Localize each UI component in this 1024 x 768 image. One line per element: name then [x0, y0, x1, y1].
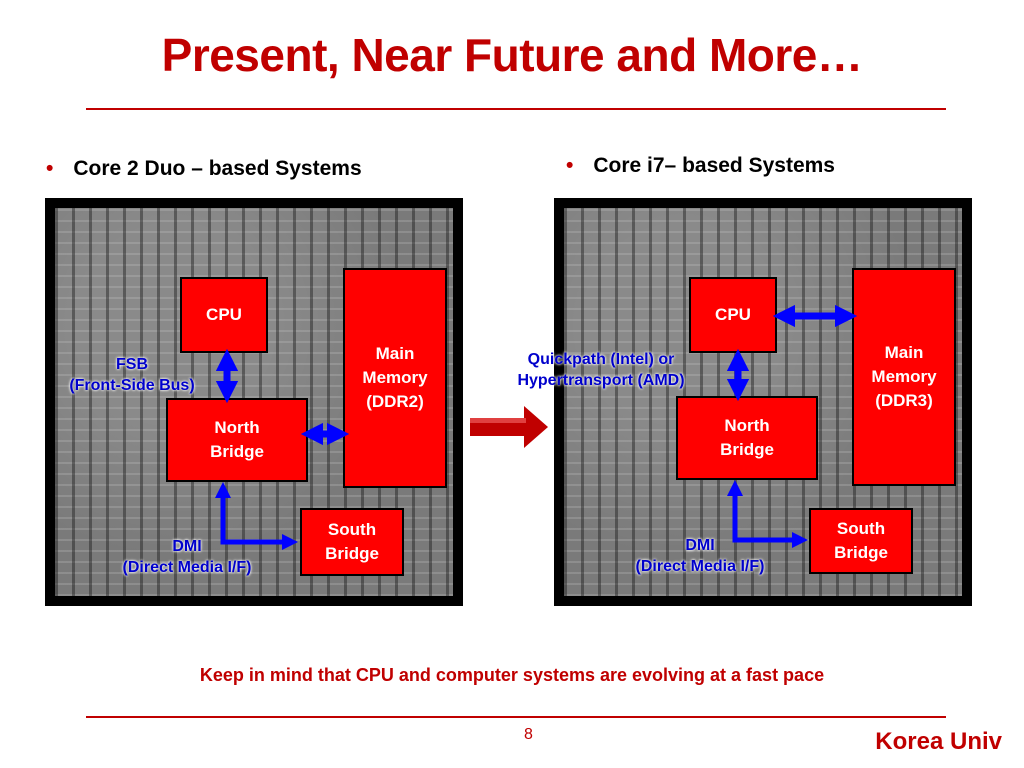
left-dmi-arrow: [214, 481, 299, 551]
left-heading-text: Core 2 Duo – based Systems: [73, 157, 362, 180]
right-dmi-arrow: [726, 479, 809, 549]
left-fsb-label: FSB (Front-Side Bus): [69, 356, 195, 394]
slide-title: Present, Near Future and More…: [161, 29, 863, 81]
right-heading-text: Core i7– based Systems: [593, 154, 835, 177]
footer-divider: [86, 716, 946, 718]
right-link-label: Quickpath (Intel) or Hypertransport (AMD…: [517, 351, 685, 389]
bullet-icon: •: [566, 154, 574, 177]
page-number: 8: [524, 726, 533, 743]
left-main-memory-box: Main Memory (DDR2): [343, 268, 447, 488]
bullet-icon: •: [46, 157, 54, 180]
right-north-bridge-box: North Bridge: [676, 396, 818, 480]
left-heading: • Core 2 Duo – based Systems: [46, 157, 362, 181]
left-south-bridge-box: South Bridge: [300, 508, 404, 576]
right-dmi-label: DMI (Direct Media I/F): [635, 537, 765, 575]
title-divider: [86, 108, 946, 110]
left-dmi-label: DMI (Direct Media I/F): [122, 538, 252, 576]
footer-note: Keep in mind that CPU and computer syste…: [199, 665, 825, 685]
right-main-memory-box: Main Memory (DDR3): [852, 268, 956, 486]
brand-label: Korea Univ: [875, 728, 1002, 755]
right-south-bridge-box: South Bridge: [809, 508, 913, 574]
right-arrow-icon: [470, 406, 548, 448]
right-heading: • Core i7– based Systems: [566, 154, 835, 178]
left-north-bridge-box: North Bridge: [166, 398, 308, 482]
